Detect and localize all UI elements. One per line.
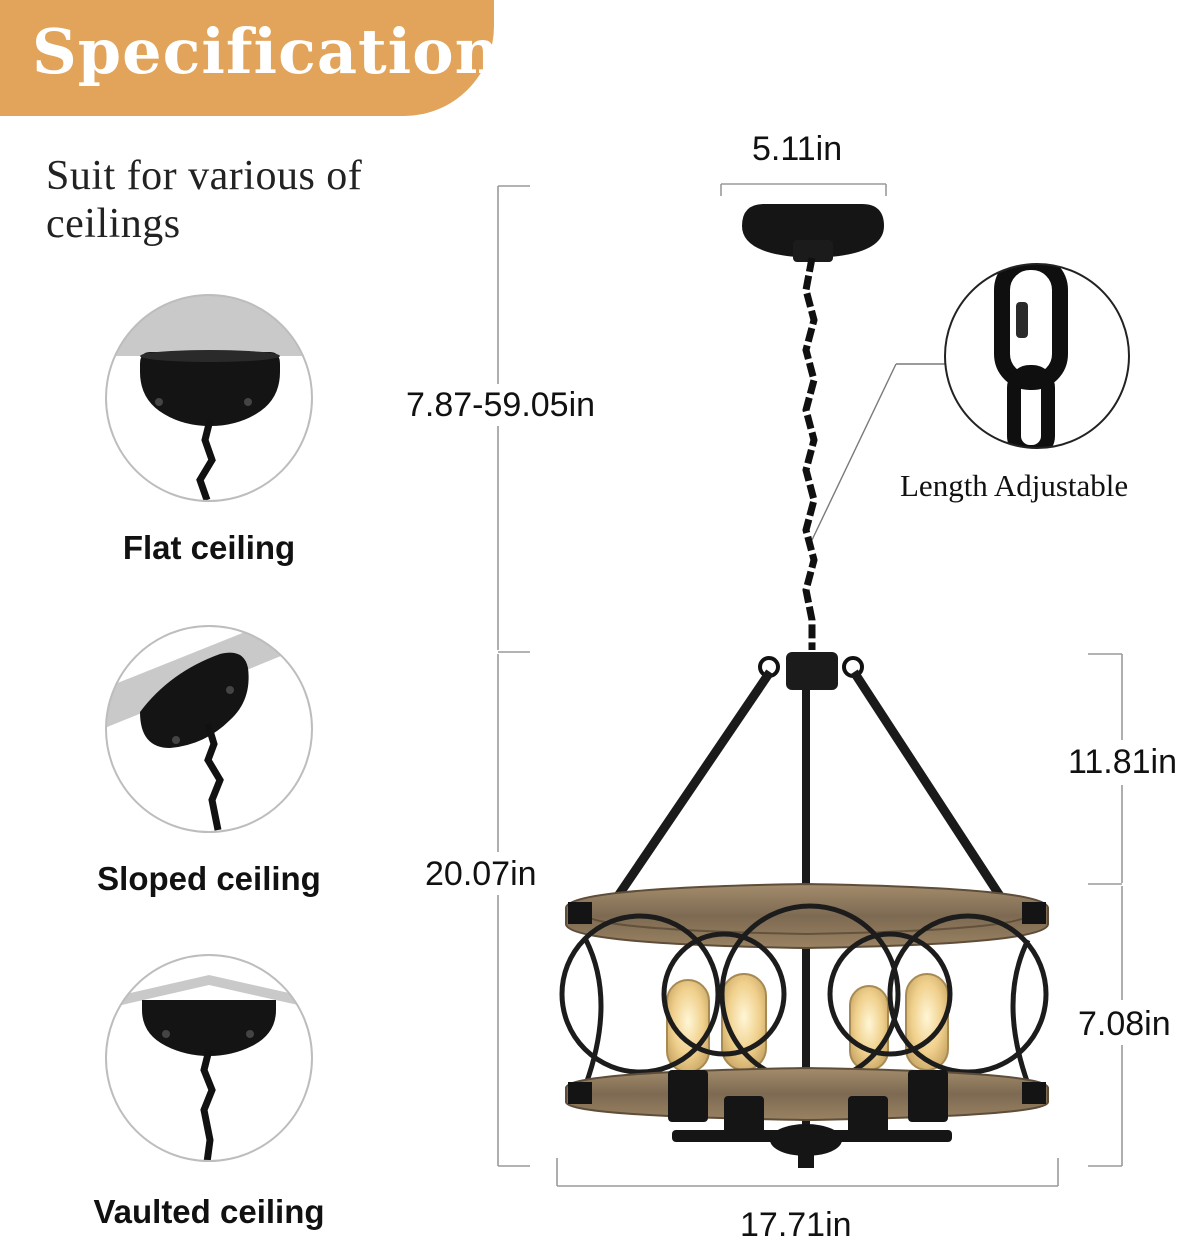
flat-ceiling-mount-icon (105, 294, 313, 502)
chain-length-label: 7.87-59.05in (406, 386, 596, 424)
flat-ceiling-label: Flat ceiling (122, 529, 296, 566)
sloped-ceiling-label: Sloped ceiling (97, 860, 321, 897)
subtitle: Suit for various of ceilings (46, 153, 363, 247)
shade-height-label: 7.08in (1078, 1005, 1171, 1043)
total-height-label: 20.07in (425, 855, 537, 893)
header-banner: Specification (0, 0, 500, 116)
chain-link-detail-icon (944, 263, 1130, 449)
page-title: Specification (32, 15, 501, 88)
sloped-ceiling-mount-icon (105, 625, 313, 833)
length-adjustable-label: Length Adjustable (900, 468, 1129, 503)
vaulted-ceiling-label: Vaulted ceiling (93, 1193, 325, 1230)
frame-height-label: 11.81in (1068, 743, 1178, 781)
chandelier (559, 204, 1049, 1168)
vaulted-ceiling-mount-icon (105, 954, 313, 1162)
shade-width-label: 17.71in (740, 1206, 852, 1244)
canopy-width-label: 5.11in (752, 130, 843, 168)
dimension-lines (497, 183, 1123, 1187)
